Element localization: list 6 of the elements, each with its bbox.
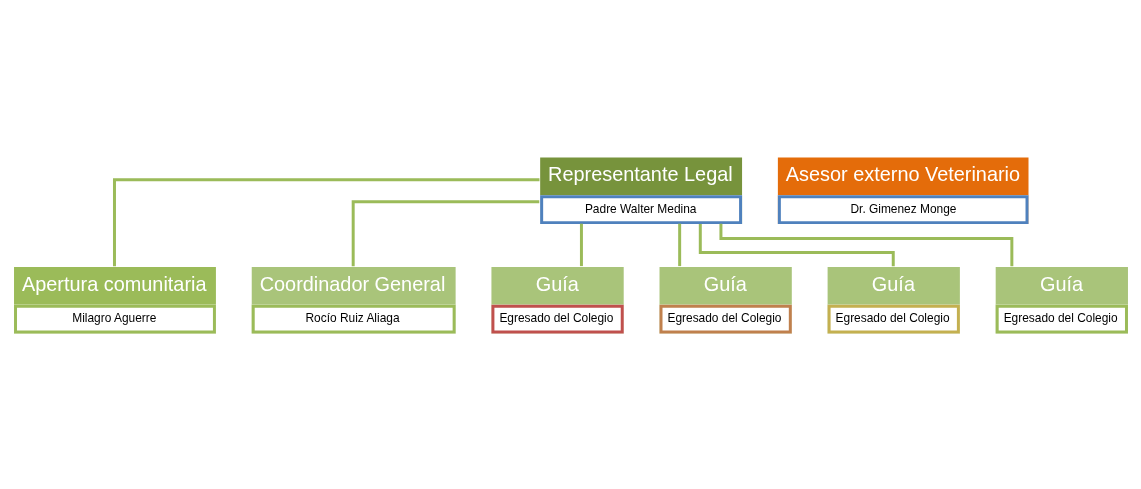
- connector: [719, 223, 1014, 266]
- connector: [678, 223, 682, 266]
- connector: [351, 199, 540, 266]
- connector: [579, 223, 583, 266]
- connector: [113, 177, 540, 266]
- connector: [698, 223, 895, 266]
